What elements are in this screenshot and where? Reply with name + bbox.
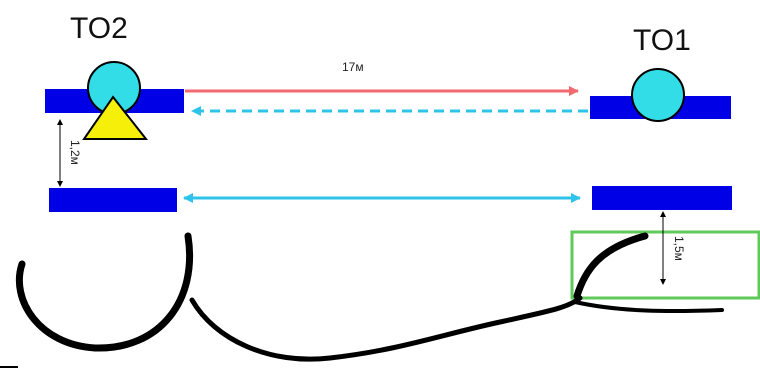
to1-circle-icon xyxy=(631,68,685,122)
to1-label: TO1 xyxy=(633,24,691,57)
distance-label: 17м xyxy=(342,60,364,74)
cable xyxy=(15,232,724,362)
right-height-label: 1,5м xyxy=(672,236,686,261)
to1-lower-bar xyxy=(592,186,732,210)
left-height-label: 1,2м xyxy=(68,140,82,165)
to2-triangle-icon xyxy=(82,95,149,140)
to2-lower-bar xyxy=(49,188,177,212)
highlight-box xyxy=(570,230,760,300)
to2-label: TO2 xyxy=(70,12,128,45)
